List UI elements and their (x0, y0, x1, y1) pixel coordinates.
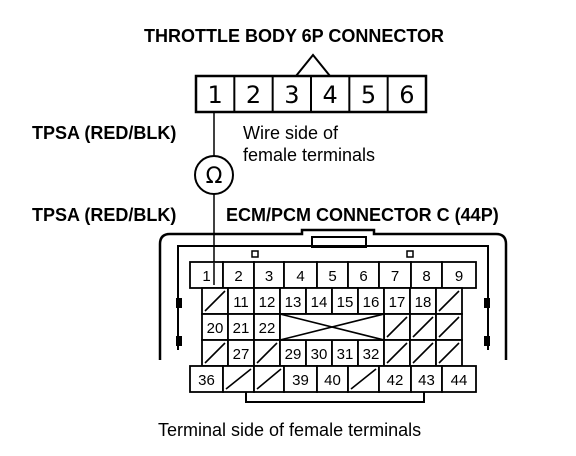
unused-terminal-slash (386, 316, 408, 338)
terminal-label-39: 39 (292, 372, 309, 389)
unused-terminal-slash (412, 342, 434, 364)
guide-mark-right (484, 298, 490, 308)
pin-key-tab-left (251, 250, 259, 258)
terminal-label-13: 13 (285, 294, 302, 311)
connector-housing (158, 228, 508, 360)
terminal-label-36: 36 (198, 372, 215, 389)
terminal-label-15: 15 (337, 294, 354, 311)
terminal-label-1: 1 (202, 268, 210, 285)
terminal-label-4: 4 (296, 268, 304, 285)
unused-terminal-slash (386, 342, 408, 364)
terminal-label-2: 2 (234, 268, 242, 285)
terminal-label-20: 20 (207, 320, 224, 337)
terminal-2 (222, 261, 255, 289)
terminal-label-31: 31 (337, 346, 354, 363)
terminal-11 (227, 287, 255, 315)
ecm-connector-title: ECM/PCM CONNECTOR C (44P) (226, 205, 499, 225)
unused-terminal-slash (204, 342, 226, 364)
connector-lock-tab (295, 53, 331, 77)
terminal-9 (441, 261, 477, 289)
terminal-label-22: 22 (259, 320, 276, 337)
terminal-label-17: 17 (389, 294, 406, 311)
unused-terminal-slash (225, 368, 252, 390)
terminal-label-30: 30 (311, 346, 328, 363)
terminal-label-29: 29 (285, 346, 302, 363)
terminal-label-43: 43 (418, 372, 435, 389)
terminal-label-44: 44 (451, 372, 468, 389)
throttle-connector-title: THROTTLE BODY 6P CONNECTOR (144, 26, 444, 46)
terminal-label-27: 27 (233, 346, 250, 363)
pin-key-tab-right (406, 250, 414, 258)
terminal-4 (283, 261, 318, 289)
terminal-label-8: 8 (422, 268, 430, 285)
terminal-44 (441, 365, 477, 393)
terminal-label-32: 32 (363, 346, 380, 363)
guide-mark-left-lower (176, 336, 182, 346)
terminal-29 (279, 339, 307, 367)
connector-bottom-skirt (245, 392, 425, 403)
terminal-label-3: 3 (265, 268, 273, 285)
guide-mark-right-lower (484, 336, 490, 346)
tpsa-label-bottom: TPSA (RED/BLK) (32, 205, 176, 225)
connector-6p-pin-2: 2 (246, 81, 261, 109)
terminal-label-9: 9 (455, 268, 463, 285)
unused-terminal-slash (350, 368, 377, 390)
terminal-14 (305, 287, 333, 315)
terminal-label-21: 21 (233, 320, 250, 337)
unused-terminal-slash (438, 316, 460, 338)
tpsa-label-top: TPSA (RED/BLK) (32, 123, 176, 143)
terminal-label-11: 11 (233, 294, 249, 311)
guide-mark-left (176, 298, 182, 308)
connector-6p-pin-4: 4 (323, 81, 338, 109)
connector-6p-pin-5: 5 (361, 81, 376, 109)
terminal-label-7: 7 (391, 268, 399, 285)
terminal-label-12: 12 (259, 294, 276, 311)
ohmmeter-probe: Ω (194, 111, 234, 285)
ohm-symbol: Ω (206, 164, 223, 189)
unused-terminal-slash (256, 342, 278, 364)
wire-side-note-line1: Wire side of (243, 123, 339, 143)
terminal-40 (316, 365, 349, 393)
connector-6p-pin-6: 6 (399, 81, 414, 109)
terminal-43 (410, 365, 443, 393)
unused-terminal-slash (438, 342, 460, 364)
unused-terminal-slash (412, 316, 434, 338)
terminal-label-14: 14 (311, 294, 328, 311)
terminal-label-18: 18 (415, 294, 432, 311)
connector-6p-pin-3: 3 (284, 81, 299, 109)
terminal-label-16: 16 (363, 294, 380, 311)
unused-terminal-slash (256, 368, 282, 390)
wire-side-note-line2: female terminals (243, 145, 375, 165)
terminal-label-5: 5 (328, 268, 336, 285)
unused-terminal-slash (204, 290, 226, 312)
unused-terminal-slash (438, 290, 460, 312)
terminal-39 (283, 365, 318, 393)
terminal-42 (378, 365, 412, 393)
terminal-label-40: 40 (324, 372, 341, 389)
blocked-area-cross (279, 313, 385, 341)
connector-6p-pin-1: 1 (208, 81, 223, 109)
terminal-label-42: 42 (387, 372, 404, 389)
terminal-side-note: Terminal side of female terminals (158, 420, 421, 440)
terminal-label-6: 6 (359, 268, 367, 285)
